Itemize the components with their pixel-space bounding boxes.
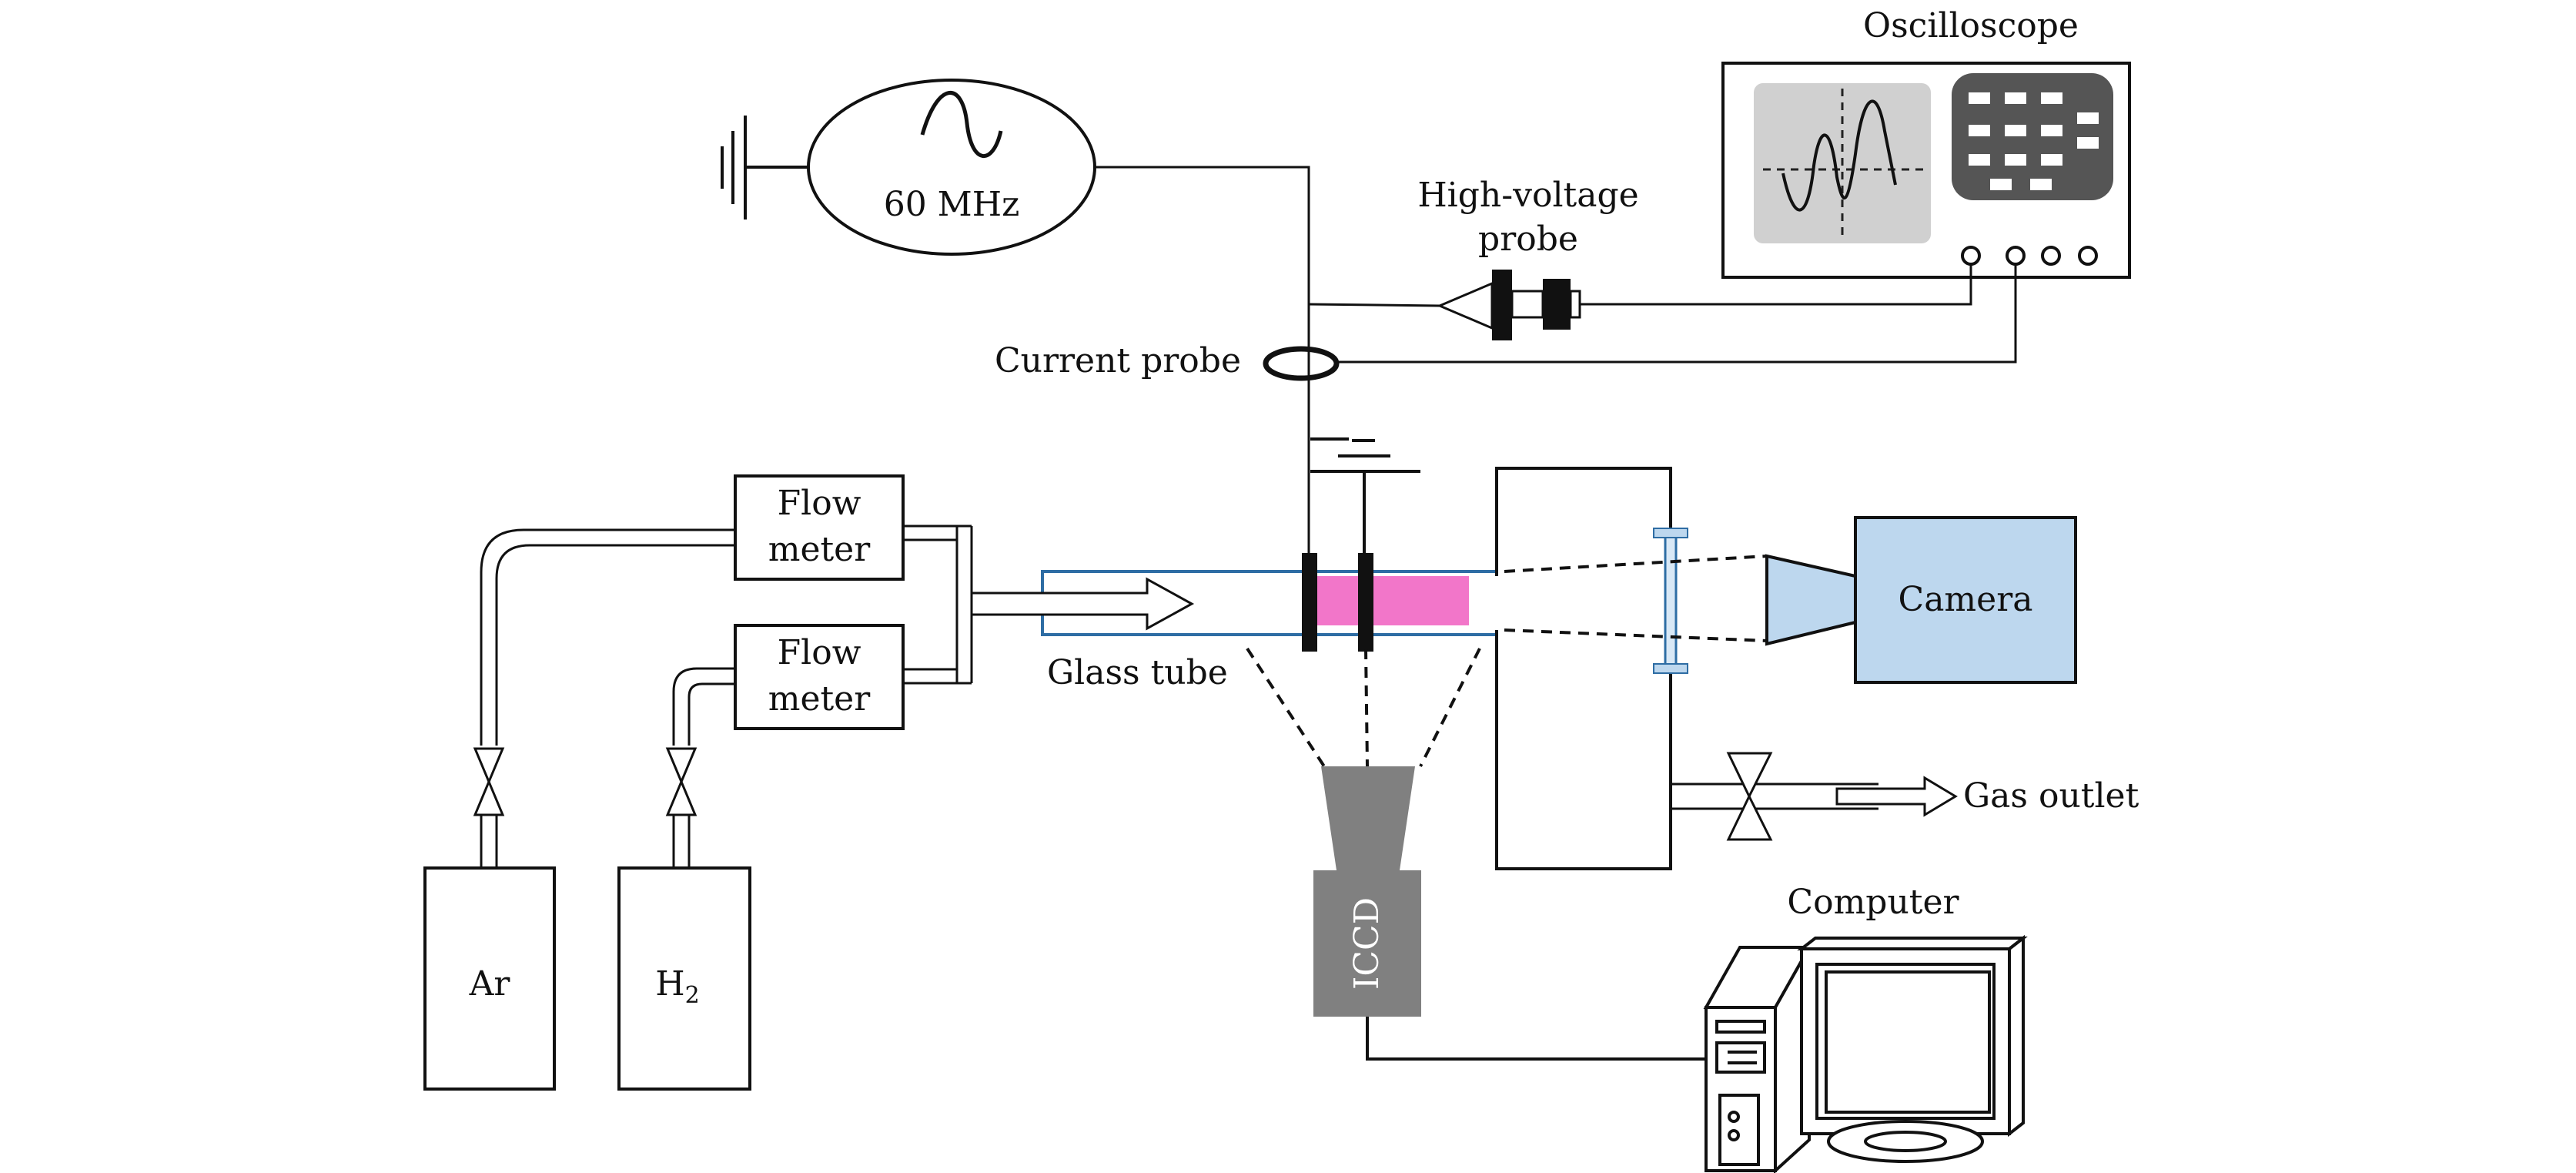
- hv-probe-label-line1: High-voltage: [1417, 176, 1638, 215]
- gas-outlet-label: Gas outlet: [1963, 776, 2139, 816]
- iccd-lens: [1321, 766, 1415, 870]
- camera: [1854, 516, 2077, 684]
- optical-window: [1653, 528, 1688, 674]
- vacuum-chamber: [1495, 467, 1672, 870]
- camera-lens: [1765, 554, 1857, 646]
- valve-icon: [473, 747, 505, 816]
- flow-meter-top-label-1: Flow: [778, 484, 861, 523]
- hv-probe: [1308, 264, 1972, 340]
- generator-wire: [1095, 166, 1310, 555]
- iccd-label: ICCD: [1347, 897, 1387, 990]
- computer: [1703, 934, 2028, 1173]
- flow-meter-bottom-label-2: meter: [768, 679, 871, 719]
- h2-label: H2: [655, 964, 699, 1009]
- ground-icon: [721, 116, 808, 220]
- camera-label: Camera: [1899, 580, 2033, 619]
- rf-generator: [807, 79, 1096, 256]
- iccd-data-cable: [1366, 1017, 1713, 1061]
- oscilloscope-buttons: [1969, 92, 2099, 190]
- ar-cylinder: [423, 866, 556, 1091]
- hv-electrode: [1302, 553, 1317, 652]
- ar-label: Ar: [469, 964, 511, 1004]
- flow-meter-top: [734, 474, 905, 581]
- h2-cylinder: [617, 866, 751, 1091]
- current-probe-label: Current probe: [995, 341, 1241, 380]
- iccd-optical-path: [1246, 647, 1481, 768]
- gas-flow-arrow: [970, 577, 1195, 631]
- oscilloscope-control-panel: [1952, 73, 2113, 200]
- flow-meter-bottom-label-1: Flow: [778, 633, 861, 672]
- gas-outlet-line: [1671, 783, 1878, 810]
- oscilloscope-inputs: [1961, 246, 2098, 266]
- cylinder-pipes: [480, 815, 691, 868]
- current-probe: [1263, 346, 1340, 381]
- ar-gas-line-inner: [495, 544, 735, 746]
- h2-gas-line-inner: [687, 682, 735, 746]
- flow-meter-top-label-2: meter: [768, 530, 871, 569]
- current-probe-wire: [1337, 264, 2017, 364]
- valve-icon: [1726, 752, 1773, 841]
- flow-meter-bottom: [734, 624, 905, 730]
- ground-electrode: [1358, 553, 1373, 652]
- gas-outlet-arrow: [1835, 776, 1958, 817]
- ground-electrode-symbol: [1310, 437, 1420, 555]
- hv-probe-label-line2: probe: [1478, 220, 1578, 259]
- plasma-region: [1316, 576, 1469, 625]
- computer-label: Computer: [1787, 883, 1959, 922]
- iccd-camera: [1313, 870, 1421, 1017]
- glass-tube-label: Glass tube: [1047, 653, 1228, 692]
- sine-wave-icon: [920, 91, 1003, 158]
- chamber-tube-opening: [1494, 576, 1501, 630]
- oscilloscope-trace: [1763, 89, 1925, 239]
- ar-gas-line: [480, 528, 735, 746]
- camera-optical-path: [1504, 555, 1768, 642]
- generator-frequency-label: 60 MHz: [884, 185, 1020, 224]
- h2-gas-line: [672, 667, 735, 746]
- oscilloscope-label: Oscilloscope: [1863, 6, 2079, 45]
- valve-icon: [665, 747, 698, 816]
- gas-manifold: [902, 524, 973, 685]
